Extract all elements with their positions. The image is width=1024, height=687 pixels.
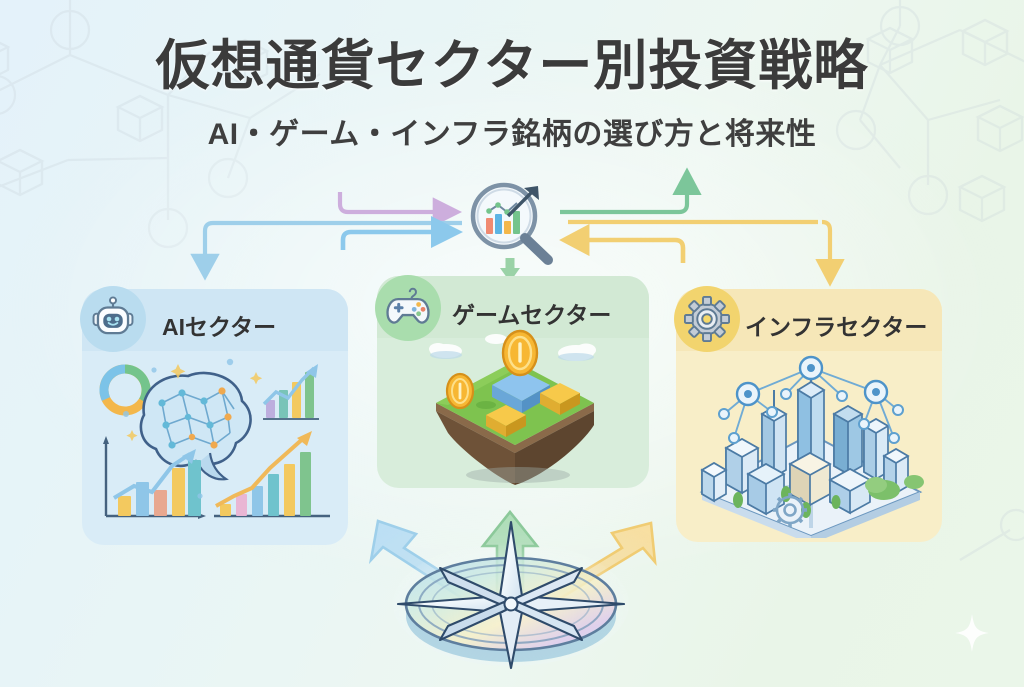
gamepad-icon [386, 287, 430, 324]
sector-label-ai: AIセクター [162, 314, 277, 340]
wire-blue-to-hub [340, 215, 464, 250]
sector-badge-infra[interactable] [674, 286, 740, 352]
page-title: 仮想通貨セクター別投資戦略 [155, 36, 869, 96]
sector-label-game: ゲームセクター [452, 302, 612, 328]
wire-yellow-to-hub [559, 223, 686, 263]
isometric-city-network-art [699, 355, 924, 538]
robot-icon [92, 296, 134, 335]
wire-hub-to-game-head [500, 268, 520, 282]
wire-hub-to-up [560, 167, 702, 215]
gear-icon [684, 296, 730, 342]
sector-label-infra: インフラセクター [745, 314, 928, 340]
magnifier-chart-icon[interactable] [462, 178, 558, 268]
header: 仮想通貨セクター別投資戦略 AI・ゲーム・インフラ銘柄の選び方と将来性 [0, 38, 1024, 153]
page-subtitle: AI・ゲーム・インフラ銘柄の選び方と将来性 [207, 117, 817, 151]
wire-yellow-to-infra [815, 219, 845, 287]
voxel-island-coins-art [429, 329, 596, 485]
brain-network-chart-art [99, 358, 330, 519]
wire-purple-to-hub [337, 192, 463, 227]
sparkle-icon [955, 614, 989, 652]
wire-hub-to-ai [190, 220, 462, 281]
sector-badge-game[interactable] [375, 275, 441, 341]
compass-rose[interactable] [392, 512, 630, 670]
sector-badge-ai[interactable] [80, 286, 146, 352]
